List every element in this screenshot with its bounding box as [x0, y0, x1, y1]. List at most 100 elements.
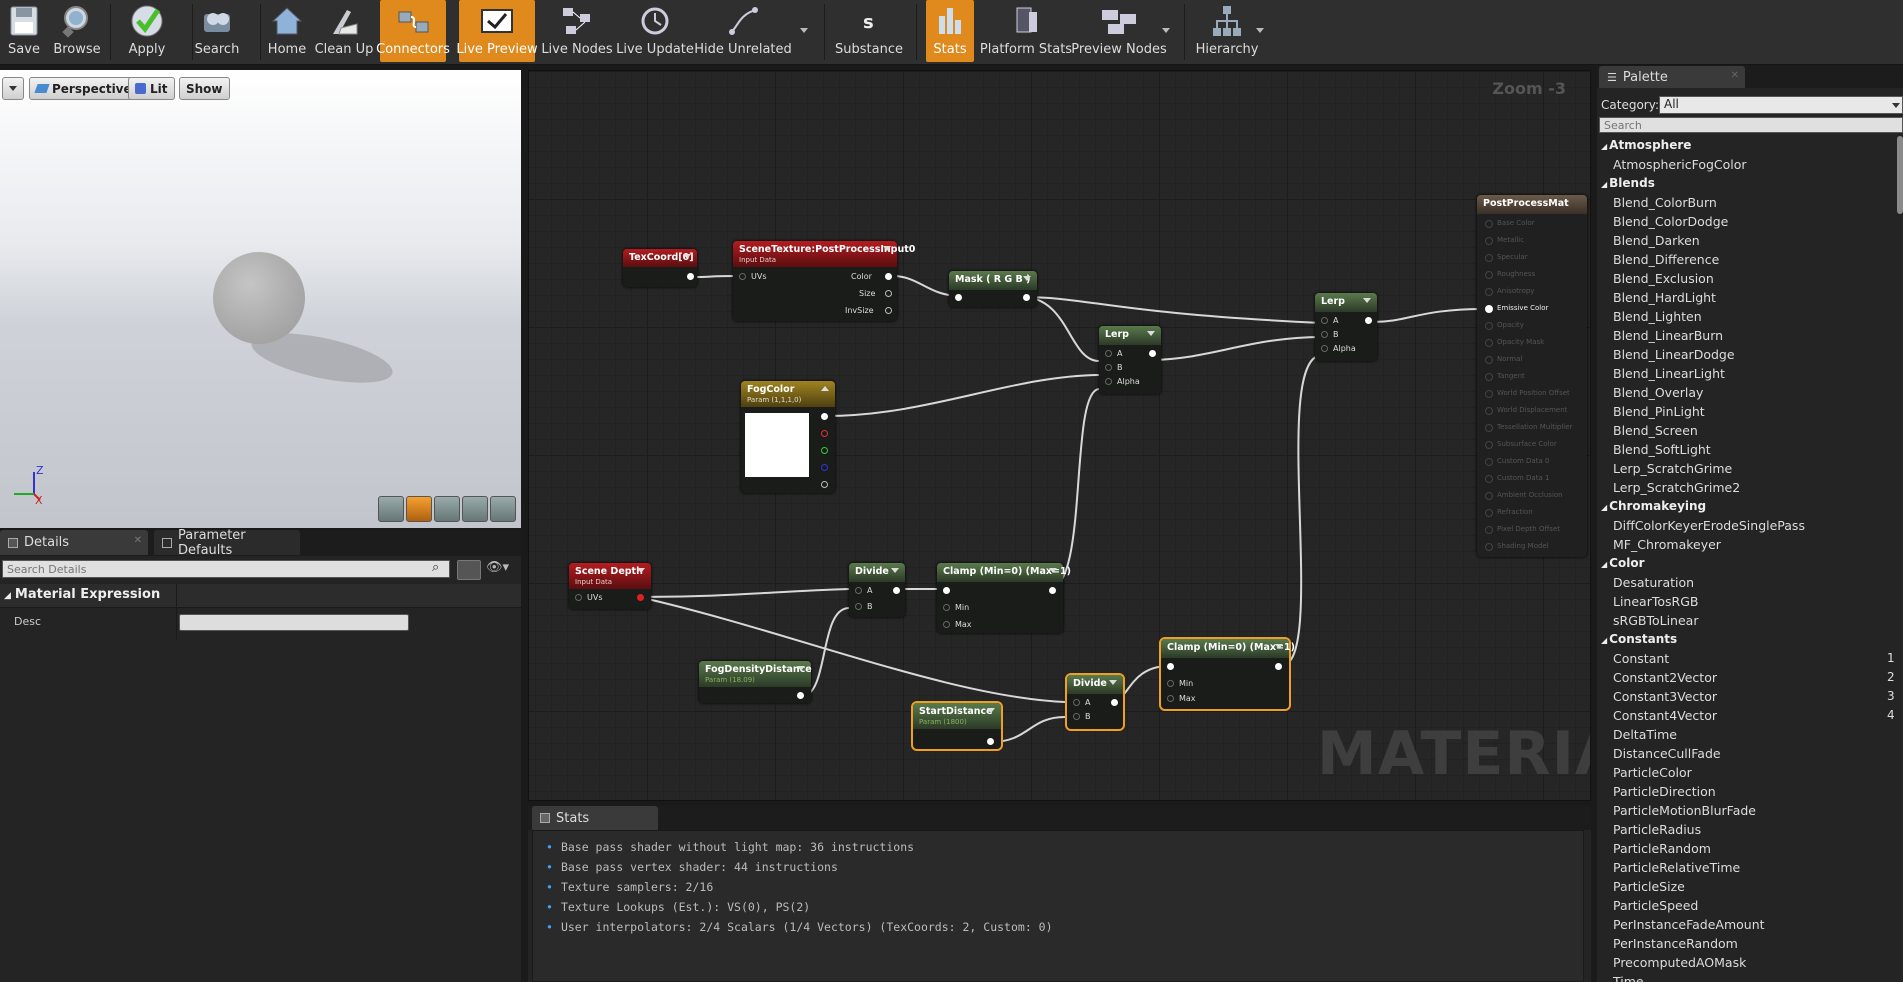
- palette-item[interactable]: Lerp_ScratchGrime2: [1613, 480, 1741, 495]
- post-process-pin[interactable]: Metallic: [1485, 236, 1524, 245]
- palette-item[interactable]: Blend_Overlay: [1613, 385, 1704, 400]
- palette-item[interactable]: DistanceCullFade: [1613, 746, 1721, 761]
- close-icon[interactable]: ✕: [133, 535, 142, 546]
- post-process-pin[interactable]: Pixel Depth Offset: [1485, 525, 1560, 534]
- grid-view-button[interactable]: [457, 560, 481, 580]
- hierarchy-button[interactable]: Hierarchy: [1196, 0, 1258, 62]
- mask-output-pin[interactable]: [1023, 294, 1030, 301]
- node-texcoord[interactable]: TexCoord[0]: [623, 249, 697, 287]
- clamp-1-min-pin[interactable]: [943, 604, 950, 611]
- palette-item[interactable]: Constant2Vector: [1613, 670, 1717, 685]
- post-process-pin[interactable]: Tangent: [1485, 372, 1525, 381]
- fog-color-rgb-pin[interactable]: [821, 413, 828, 420]
- post-process-pin[interactable]: Custom Data 0: [1485, 457, 1549, 466]
- tab-stats[interactable]: Stats: [532, 806, 658, 830]
- divide-2-b-pin[interactable]: [1073, 713, 1080, 720]
- section-header[interactable]: ◢Material Expression: [0, 584, 521, 608]
- hierarchy-dropdown[interactable]: [1256, 28, 1264, 33]
- stats-button[interactable]: Stats: [926, 0, 974, 62]
- palette-item[interactable]: Constant: [1613, 651, 1670, 666]
- clamp-2-min-pin[interactable]: [1167, 680, 1174, 687]
- tab-palette[interactable]: ☰Palette✕: [1599, 66, 1745, 88]
- save-button[interactable]: Save: [2, 0, 46, 62]
- node-lerp-2[interactable]: Lerp A B Alpha: [1315, 293, 1377, 361]
- preview-sphere-button[interactable]: [406, 496, 432, 522]
- palette-item[interactable]: ParticleSize: [1613, 879, 1685, 894]
- fog-density-output-pin[interactable]: [797, 692, 804, 699]
- palette-scrollbar[interactable]: [1897, 136, 1903, 214]
- post-process-pin[interactable]: Anisotropy: [1485, 287, 1534, 296]
- post-process-pin[interactable]: Opacity: [1485, 321, 1524, 330]
- node-divide-1[interactable]: Divide A B: [849, 563, 905, 617]
- palette-item[interactable]: Blend_Screen: [1613, 423, 1698, 438]
- palette-item[interactable]: DeltaTime: [1613, 727, 1677, 742]
- material-graph[interactable]: Zoom -3 MATERIAL TexCoord[0] SceneTextur…: [528, 70, 1591, 801]
- preview-cube-button[interactable]: [462, 496, 488, 522]
- node-mask-rgb[interactable]: Mask ( R G B ): [949, 271, 1037, 307]
- palette-item[interactable]: Desaturation: [1613, 575, 1695, 590]
- palette-item[interactable]: Blend_LinearBurn: [1613, 328, 1724, 343]
- lerp-1-b-pin[interactable]: [1105, 364, 1112, 371]
- palette-category-constants[interactable]: ◢Constants: [1601, 632, 1677, 646]
- scene-texture-size-pin[interactable]: [885, 290, 892, 297]
- divide-1-a-pin[interactable]: [855, 587, 862, 594]
- palette-search-input[interactable]: [1599, 117, 1903, 133]
- lerp-1-a-pin[interactable]: [1105, 350, 1112, 357]
- hide-unrelated-dropdown[interactable]: [800, 28, 808, 33]
- lerp-2-a-pin[interactable]: [1321, 317, 1328, 324]
- post-process-pin[interactable]: Roughness: [1485, 270, 1535, 279]
- palette-item[interactable]: ParticleDirection: [1613, 784, 1716, 799]
- post-process-pin[interactable]: Emissive Color: [1485, 304, 1548, 313]
- divide-1-b-pin[interactable]: [855, 603, 862, 610]
- palette-item[interactable]: LinearTosRGB: [1613, 594, 1699, 609]
- platform-stats-button[interactable]: Platform Stats: [980, 0, 1072, 62]
- palette-item[interactable]: MF_Chromakeyer: [1613, 537, 1721, 552]
- node-clamp-2[interactable]: Clamp (Min=0) (Max=1) Min Max: [1159, 637, 1295, 711]
- close-icon[interactable]: ✕: [1730, 70, 1739, 81]
- post-process-pin[interactable]: Opacity Mask: [1485, 338, 1544, 347]
- lit-button[interactable]: Lit: [128, 77, 175, 100]
- palette-item[interactable]: Lerp_ScratchGrime: [1613, 461, 1733, 476]
- eye-visibility-icon[interactable]: 👁▾: [486, 560, 510, 575]
- live-update-button[interactable]: Live Update: [616, 0, 694, 62]
- palette-item[interactable]: Constant3Vector: [1613, 689, 1717, 704]
- texcoord-output-pin[interactable]: [687, 273, 694, 280]
- palette-item[interactable]: sRGBToLinear: [1613, 613, 1699, 628]
- post-process-pin[interactable]: Subsurface Color: [1485, 440, 1557, 449]
- palette-item[interactable]: PrecomputedAOMask: [1613, 955, 1747, 970]
- post-process-pin[interactable]: Tessellation Multiplier: [1485, 423, 1572, 432]
- divide-2-a-pin[interactable]: [1073, 699, 1080, 706]
- show-button[interactable]: Show: [179, 77, 230, 100]
- palette-item[interactable]: Blend_HardLight: [1613, 290, 1716, 305]
- post-process-pin[interactable]: World Position Offset: [1485, 389, 1570, 398]
- palette-item[interactable]: Blend_Difference: [1613, 252, 1720, 267]
- palette-item[interactable]: Blend_Exclusion: [1613, 271, 1714, 286]
- desc-field[interactable]: [179, 614, 409, 631]
- preview-nodes-button[interactable]: Preview Nodes: [1071, 0, 1167, 62]
- clamp-2-output-pin[interactable]: [1275, 663, 1282, 670]
- lerp-2-b-pin[interactable]: [1321, 331, 1328, 338]
- palette-item[interactable]: ParticleSpeed: [1613, 898, 1699, 913]
- palette-category-chromakeying[interactable]: ◢Chromakeying: [1601, 499, 1706, 513]
- palette-item[interactable]: ParticleRelativeTime: [1613, 860, 1741, 875]
- palette-item[interactable]: ParticleRandom: [1613, 841, 1711, 856]
- divide-1-output-pin[interactable]: [893, 587, 900, 594]
- palette-category-color[interactable]: ◢Color: [1601, 556, 1644, 570]
- clamp-2-max-pin[interactable]: [1167, 695, 1174, 702]
- palette-item[interactable]: Blend_ColorDodge: [1613, 214, 1729, 229]
- search-details-input[interactable]: [2, 560, 450, 578]
- palette-item[interactable]: Blend_Darken: [1613, 233, 1700, 248]
- viewport-options-button[interactable]: [2, 77, 24, 100]
- scene-depth-uvs-pin[interactable]: [575, 594, 582, 601]
- palette-category-blends[interactable]: ◢Blends: [1601, 176, 1655, 190]
- clamp-2-input-pin[interactable]: [1167, 663, 1174, 670]
- palette-item[interactable]: Blend_SoftLight: [1613, 442, 1711, 457]
- start-distance-output-pin[interactable]: [987, 738, 994, 745]
- home-button[interactable]: Home: [264, 0, 310, 62]
